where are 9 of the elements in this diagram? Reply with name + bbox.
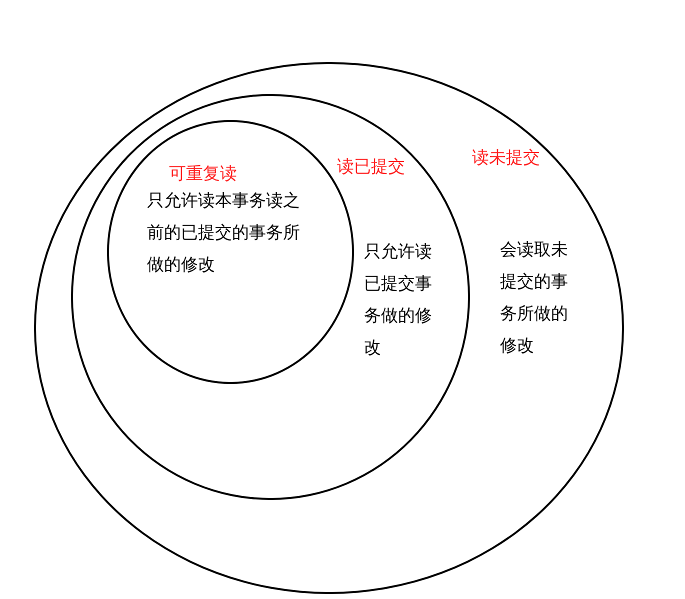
region-description: 只允许读已提交事务做的修改 (364, 241, 433, 360)
region-description: 只允许读本事务读之前的已提交的事务所做的修改 (147, 190, 301, 277)
region-description: 会读取未提交的事务所做的修改 (500, 239, 569, 358)
region-title: 可重复读 (169, 163, 237, 186)
region-title: 读已提交 (337, 156, 405, 179)
ellipse-region (71, 94, 470, 500)
region-title: 读未提交 (472, 147, 540, 170)
ellipse-region (107, 120, 354, 384)
ellipse-region (34, 62, 624, 594)
